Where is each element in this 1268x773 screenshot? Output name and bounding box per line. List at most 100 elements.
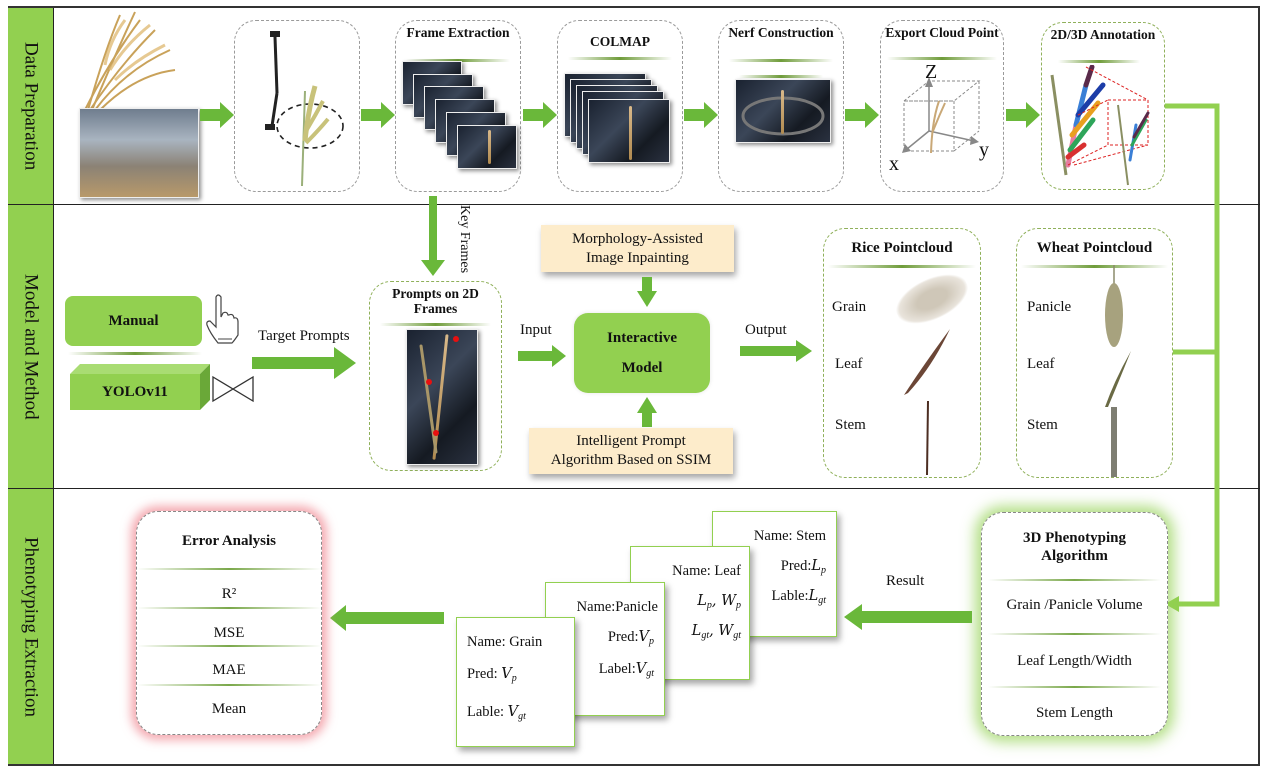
pred-label: Pred: — [607, 629, 639, 645]
morphology-inpainting-module: Morphology-Assisted Image Inpainting — [541, 225, 734, 272]
axis-label-z: Z — [925, 61, 938, 83]
stage-label-phenotyping: Phenotyping Extraction — [8, 489, 54, 764]
nerf-construction-box: Nerf Construction — [718, 20, 844, 192]
annotated-panicle-image — [1050, 65, 1150, 186]
rice-bundle-image — [80, 10, 180, 111]
prompt-point — [426, 379, 432, 385]
card-pred: Pred:Vp — [608, 629, 654, 647]
separator — [988, 579, 1161, 581]
flow-arrow — [1006, 102, 1040, 128]
divider — [68, 352, 202, 355]
wheat-pointcloud-box: Wheat Pointcloud Panicle Leaf Stem — [1016, 228, 1173, 478]
interactive-model: Interactive Model — [574, 313, 710, 393]
wheat-stem-pointcloud — [1111, 407, 1117, 477]
step-title: Nerf Construction — [728, 25, 834, 40]
algorithm-item: Leaf Length/Width — [1017, 653, 1132, 669]
axis-label-y: y — [979, 139, 989, 161]
pointing-hand-icon — [206, 294, 239, 344]
wheat-leaf-pointcloud — [1105, 351, 1131, 407]
greenhouse-photo — [79, 108, 199, 198]
output-label: Output — [745, 322, 787, 338]
yolo-label: YOLOv11 — [102, 383, 168, 400]
rice-grain-pointcloud — [889, 264, 975, 334]
flow-arrow — [523, 102, 557, 128]
flow-arrow — [361, 102, 395, 128]
algorithm-item: Grain /Panicle Volume — [1006, 597, 1143, 613]
wheat-pointcloud-title: Wheat Pointcloud — [1036, 240, 1153, 256]
part-label: Stem — [1027, 417, 1058, 433]
card-name: Name: Grain — [467, 634, 543, 650]
frame-thumb — [588, 99, 670, 163]
flow-arrow — [518, 345, 566, 367]
title-underline — [887, 57, 997, 60]
card-pred: Pred:Lp — [781, 558, 826, 576]
label-var: L — [691, 623, 702, 639]
separator — [137, 607, 321, 609]
prompts-box-title: Prompts on 2D Frames — [392, 286, 479, 316]
separator — [137, 645, 321, 647]
label-sub: gt — [733, 630, 741, 641]
camera-arm-icon — [265, 31, 344, 187]
metric-item: Mean — [211, 701, 247, 717]
colmap-box: COLMAP — [557, 20, 683, 192]
metric-item: R² — [221, 586, 237, 602]
bowtie-icon — [212, 375, 254, 403]
flow-arrow — [637, 277, 657, 307]
annotation-box: 2D/3D Annotation — [1041, 22, 1165, 190]
label-label: Label: — [598, 661, 636, 677]
label-label: Lable: — [771, 588, 809, 604]
prompt-point — [453, 336, 459, 342]
pred-sub: p — [649, 636, 654, 647]
target-prompts-label: Target Prompts — [258, 328, 350, 344]
pred-var: , W — [711, 593, 736, 609]
title-underline — [729, 59, 833, 62]
interactive-model-label: Interactive Model — [607, 330, 677, 376]
pred-var: L — [697, 593, 707, 609]
label-sub: gt — [518, 711, 526, 722]
card-label: Label:Vgt — [599, 661, 654, 679]
title-underline — [406, 59, 510, 62]
prompt-frame-image — [406, 329, 478, 465]
rice-pointcloud-box: Rice Pointcloud Grain Leaf Stem — [823, 228, 981, 478]
flow-arrow — [740, 340, 812, 362]
step-title: COLMAP — [590, 34, 650, 49]
rice-leaf-pointcloud — [904, 329, 950, 395]
label-var: V — [507, 704, 519, 720]
title-underline — [1021, 265, 1168, 268]
card-pred: Lp, Wp — [697, 593, 741, 611]
manual-label: Manual — [108, 312, 159, 329]
prompt-point — [433, 430, 439, 436]
separator — [988, 686, 1161, 688]
wheat-panicle-pointcloud — [1105, 265, 1123, 347]
phenotyping-algorithm-box: 3D Phenotyping Algorithm Grain /Panicle … — [981, 512, 1168, 736]
row-divider — [8, 204, 1260, 205]
key-frames-arrow — [421, 196, 445, 276]
key-frames-label: Key Frames — [457, 205, 472, 274]
separator — [988, 633, 1161, 635]
pred-var: L — [811, 558, 821, 574]
result-card-grain: Name: Grain Pred: Vp Lable: Vgt — [456, 617, 575, 747]
title-underline — [828, 265, 976, 268]
pred-sub: p — [511, 673, 517, 684]
metric-item: MSE — [213, 625, 245, 641]
metric-item: MAE — [212, 662, 246, 678]
rice-pointcloud-title: Rice Pointcloud — [851, 240, 953, 256]
label-sub: gt — [646, 668, 654, 679]
pred-label: Pred: — [467, 666, 502, 682]
result-label: Result — [886, 573, 925, 589]
manual-button: Manual — [65, 296, 202, 346]
frame-thumb — [457, 125, 517, 169]
intelligent-prompt-module: Intelligent Prompt Algorithm Based on SS… — [529, 428, 733, 474]
step-title: Frame Extraction — [406, 25, 510, 40]
flow-arrow — [330, 605, 444, 631]
stage-label-text: Phenotyping Extraction — [20, 536, 42, 717]
stage-label-text: Data Preparation — [20, 41, 42, 171]
part-label: Leaf — [1027, 356, 1055, 372]
result-card-panicle: Name:Panicle Pred:Vp Label:Vgt — [545, 582, 665, 716]
flow-arrow — [684, 102, 718, 128]
row-divider — [8, 488, 1260, 489]
separator — [137, 684, 321, 686]
title-underline — [1058, 60, 1140, 63]
error-analysis-title: Error Analysis — [181, 533, 277, 549]
flow-arrow — [252, 347, 356, 379]
